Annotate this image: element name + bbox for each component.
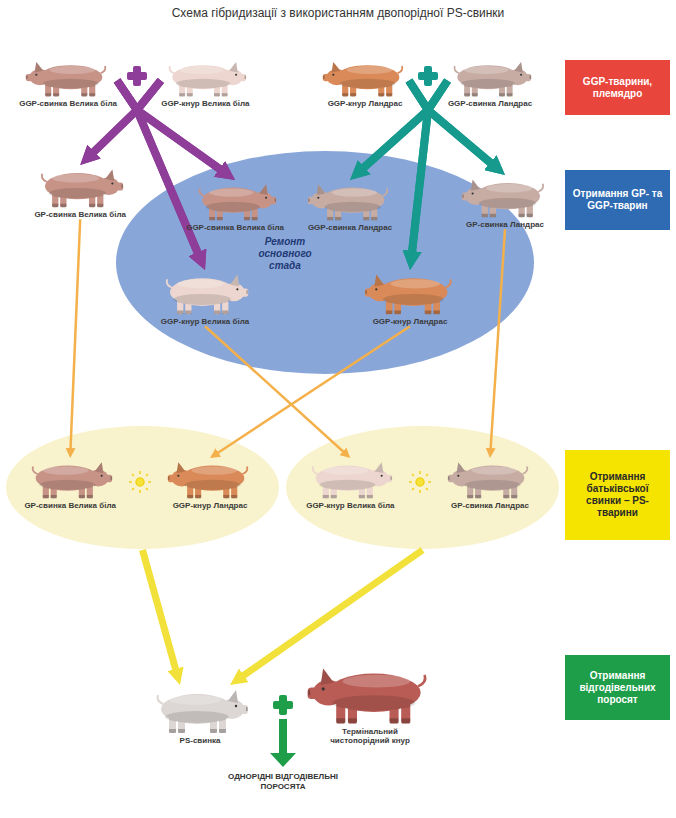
pig-illustration: [306, 180, 394, 222]
pig-figure: GGP-кнур Велика біла: [306, 458, 395, 510]
group-ellipse: GGP-кнур Велика біла GP-свинка Ландрас: [285, 425, 560, 550]
connector-arrow: [117, 81, 226, 174]
pig-figure: GGP-кнур Велика біла: [161, 58, 250, 108]
pig-illustration: [321, 58, 409, 98]
pig-illustration: [306, 458, 394, 500]
stage-box: Отримання батьківської свинки – PS- твар…: [565, 450, 670, 540]
pig-figure: GGP-свинка Велика біла: [19, 58, 117, 108]
pig-figure: GGP-кнур Ландрас: [321, 58, 409, 108]
connector-arrow: [89, 81, 161, 157]
pig-figure: GP-свинка Велика біла: [34, 165, 126, 219]
pig-caption: GGP-свинка Ландрас: [308, 223, 392, 232]
cross-symbol: [418, 66, 438, 86]
pig-caption: PS-свинка: [180, 736, 221, 745]
connector-arrow: [428, 81, 496, 168]
stage-box: Отримання відгодівельних поросят: [565, 655, 670, 720]
stage-box: Отримання GP- та GGP-тварин: [565, 170, 670, 230]
pig-illustration: [24, 58, 112, 98]
pig-figure: GGP-свинка Велика біла: [186, 180, 284, 232]
pig-illustration: [163, 58, 248, 98]
pig-caption: GGP-свинка Ландрас: [448, 99, 532, 108]
pig-illustration: [26, 458, 114, 500]
ellipse-label: Ремонт основного стада: [252, 236, 318, 272]
connector-arrow: [409, 81, 496, 168]
pig-caption: GP-свинка Ландрас: [451, 501, 529, 510]
pig-illustration: [166, 458, 254, 500]
pig-caption: GP-свинка Ландрас: [466, 220, 544, 229]
box-text: Отримання батьківської свинки – PS- твар…: [571, 471, 664, 519]
box-text: Отримання GP- та GGP-тварин: [571, 188, 664, 212]
box-text: Отримання відгодівельних поросят: [571, 670, 664, 706]
pig-caption: GP-свинка Велика біла: [24, 501, 116, 510]
pig-figure: GGP-свинка Ландрас: [306, 180, 394, 232]
pig-caption: GGP-кнур Ландрас: [173, 501, 248, 510]
pig-illustration: [150, 685, 250, 735]
group-ellipse: GP-свинка Велика біла GGP-кнур Ландрас: [5, 425, 280, 550]
pig-figure: GGP-свинка Ландрас: [448, 58, 533, 108]
pig-caption: GGP-кнур Велика біла: [161, 317, 249, 326]
pig-illustration: [35, 165, 125, 209]
label-holder: ОДНОРІДНІ ВІДГОДІВЕЛЬНІ ПОРОСЯТА: [223, 772, 343, 791]
pig-caption: Термінальний чистопорідний кнур: [320, 727, 420, 745]
title-holder: Схема гібридизації з використанням двопо…: [0, 6, 676, 20]
pig-figure: GGP-кнур Ландрас: [363, 270, 458, 326]
pig-illustration: [305, 662, 435, 726]
pig-figure: Термінальний чистопорідний кнур: [305, 662, 435, 745]
result-label: ОДНОРІДНІ ВІДГОДІВЕЛЬНІ ПОРОСЯТА: [223, 772, 343, 791]
pig-illustration: [460, 175, 550, 219]
stage-box: GGP-тварини, племядро: [565, 60, 670, 115]
connector-arrow: [70, 219, 80, 452]
pig-caption: GGP-кнур Велика біла: [306, 501, 394, 510]
pig-caption: GGP-свинка Велика біла: [19, 99, 117, 108]
connector-arrow: [238, 550, 422, 679]
pig-illustration: [448, 58, 533, 98]
pig-figure: GP-свинка Велика біла: [24, 458, 116, 510]
pig-figure: GGP-кнур Велика біла: [160, 270, 250, 326]
box-text: GGP-тварини, племядро: [571, 76, 664, 100]
pig-figure: PS-свинка: [150, 685, 250, 745]
pig-caption: GGP-кнур Ландрас: [373, 317, 448, 326]
pig-caption: GGP-кнур Велика біла: [161, 99, 249, 108]
pig-caption: GP-свинка Велика біла: [34, 210, 126, 219]
pig-illustration: [193, 180, 278, 222]
cross-symbol: [127, 66, 147, 86]
pig-figure: GP-свинка Ландрас: [446, 458, 534, 510]
cross-symbol: [273, 695, 293, 715]
pig-caption: GGP-свинка Велика біла: [186, 223, 284, 232]
pig-illustration: [160, 270, 250, 316]
pig-caption: GGP-кнур Ландрас: [328, 99, 403, 108]
connector-arrow: [143, 550, 178, 675]
pig-figure: GGP-кнур Ландрас: [166, 458, 254, 510]
connector-arrow: [89, 81, 138, 157]
diagram-title: Схема гібридизації з використанням двопо…: [0, 6, 676, 20]
down-arrow: [270, 719, 296, 767]
pig-illustration: [363, 270, 458, 316]
pig-figure: GP-свинка Ландрас: [460, 175, 550, 229]
pig-illustration: [446, 458, 534, 500]
ellipse-text-holder: Ремонт основного стада: [252, 236, 318, 272]
